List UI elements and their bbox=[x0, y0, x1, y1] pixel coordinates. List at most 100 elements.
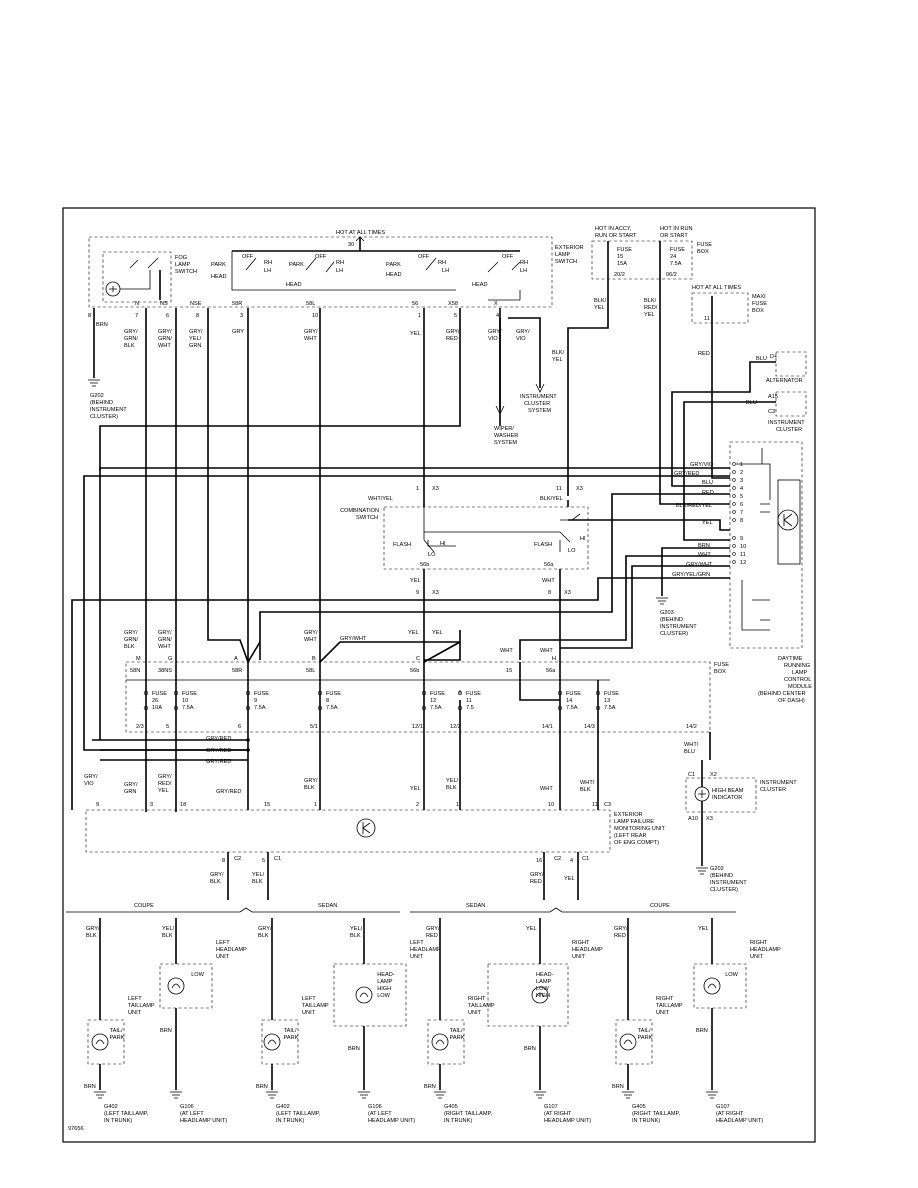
wire-label: BLK bbox=[86, 933, 97, 939]
label: LAMP bbox=[175, 262, 191, 268]
drl-pin-label: 10 bbox=[740, 544, 746, 550]
svg-text:CLUSTER): CLUSTER) bbox=[710, 887, 738, 893]
lamp-name: LEFT bbox=[302, 996, 316, 1002]
svg-text:FUSE: FUSE bbox=[670, 247, 685, 253]
lamp-name: UNIT bbox=[750, 954, 764, 960]
exterior-lamp-switch: EXTERIOR LAMP SWITCH HOT AT ALL TIMES 30… bbox=[88, 230, 584, 319]
main-fuse-box: FUSE BOX bbox=[125, 641, 729, 760]
bulb-icon bbox=[531, 986, 549, 1004]
svg-text:WHT: WHT bbox=[542, 578, 555, 584]
label: LH bbox=[520, 268, 527, 274]
bulb-label: TAIL/ bbox=[450, 1028, 463, 1034]
svg-text:GRY/: GRY/ bbox=[446, 329, 460, 335]
lamp-name: HEADLAMP bbox=[572, 947, 603, 953]
wire-label: YEL bbox=[698, 926, 709, 932]
switch-wire-labels: BRN GRY/GRN/BLK GRY/GRN/WHT GRY/YEL/GRN … bbox=[96, 322, 530, 349]
fuse-label: 7.5A bbox=[430, 705, 442, 711]
ground-label: HEADLAMP UNIT) bbox=[368, 1118, 415, 1124]
svg-text:FUSE: FUSE bbox=[617, 247, 632, 253]
svg-text:RED: RED bbox=[446, 336, 458, 342]
fuse-box-labels: GRY/GRN/BLK GRY/GRN/WHT GRY/WHT GRY/WHT … bbox=[124, 630, 556, 674]
svg-text:SYSTEM: SYSTEM bbox=[494, 440, 517, 446]
fuse-pin-label: 2/3 bbox=[136, 724, 144, 730]
svg-text:C1: C1 bbox=[582, 856, 589, 862]
svg-text:WHT: WHT bbox=[304, 336, 317, 342]
bulb-label: LOW bbox=[377, 993, 390, 999]
wire-label: BRN bbox=[696, 1028, 708, 1034]
svg-text:3: 3 bbox=[150, 802, 153, 808]
drl-pin-terminal bbox=[732, 486, 736, 490]
svg-text:YEL/: YEL/ bbox=[189, 336, 202, 342]
svg-text:WHT: WHT bbox=[304, 637, 317, 643]
svg-text:BRN: BRN bbox=[698, 543, 710, 549]
svg-text:G202: G202 bbox=[90, 393, 104, 399]
drl-pin-terminal bbox=[732, 544, 736, 548]
svg-text:YEL: YEL bbox=[410, 578, 421, 584]
bulb-label: LAMP bbox=[377, 979, 393, 985]
bulb-label: HEAD- bbox=[377, 972, 395, 978]
wire-label: RED bbox=[426, 933, 438, 939]
svg-text:BLU: BLU bbox=[702, 480, 713, 486]
drl-pin-terminal bbox=[732, 518, 736, 522]
bulb-label: TAIL/ bbox=[110, 1028, 123, 1034]
lamp-name: HEADLAMP bbox=[216, 947, 247, 953]
ground-g202-top: G202 (BEHIND INSTRUMENT CLUSTER) bbox=[88, 379, 127, 420]
svg-text:YEL: YEL bbox=[644, 312, 655, 318]
lamp-name: UNIT bbox=[410, 954, 424, 960]
wire-label: GRY/ bbox=[614, 926, 628, 932]
top-fuse-box: HOT IN ACCY, RUN OR START HOT IN RUN OR … bbox=[591, 226, 712, 296]
ground-label: (AT LEFT bbox=[180, 1111, 204, 1117]
label: 58L bbox=[306, 301, 315, 307]
svg-text:58L: 58L bbox=[306, 668, 315, 674]
lamp-name: UNIT bbox=[468, 1010, 482, 1016]
svg-text:YEL: YEL bbox=[408, 630, 419, 636]
label: OFF bbox=[502, 254, 514, 260]
combination-switch: COMBINATION SWITCH FLASH LO HI FLASH LO … bbox=[340, 486, 589, 596]
lamp-name: UNIT bbox=[302, 1010, 316, 1016]
svg-text:VIO: VIO bbox=[488, 336, 498, 342]
lamp-failure-monitor: EXTERIOR LAMP FAILURE MONITORING UNIT (L… bbox=[85, 736, 665, 853]
svg-text:CLUSTER: CLUSTER bbox=[760, 787, 786, 793]
svg-text:58N: 58N bbox=[130, 668, 140, 674]
svg-text:VIO: VIO bbox=[84, 781, 94, 787]
label: HOT AT ALL TIMES bbox=[336, 230, 385, 236]
lamp-name: TAILLAMP bbox=[468, 1003, 495, 1009]
svg-text:GRY/VIO: GRY/VIO bbox=[690, 462, 714, 468]
fuse-label: 10 bbox=[182, 698, 188, 704]
bulb-label: LOW bbox=[191, 972, 204, 978]
bulb-icon bbox=[263, 1033, 281, 1051]
svg-text:8: 8 bbox=[222, 858, 225, 864]
svg-text:GRN: GRN bbox=[189, 343, 201, 349]
ground-g203: G203 (BEHIND INSTRUMENT CLUSTER) bbox=[656, 597, 697, 637]
svg-text:YEL/: YEL/ bbox=[446, 778, 459, 784]
svg-text:FLASH: FLASH bbox=[393, 542, 411, 548]
svg-text:GRY/: GRY/ bbox=[304, 329, 318, 335]
svg-text:56b: 56b bbox=[410, 668, 419, 674]
svg-text:BLU: BLU bbox=[746, 400, 757, 406]
drl-wire-labels: GRY/VIO GRY/RED BLU RED BLK/RED/YEL YEL … bbox=[672, 462, 714, 578]
svg-text:CLUSTER): CLUSTER) bbox=[660, 631, 688, 637]
fuse-pin-label: 14/1 bbox=[542, 724, 553, 730]
label: X bbox=[494, 301, 498, 307]
svg-text:VIO: VIO bbox=[516, 336, 526, 342]
label: LAMP bbox=[555, 252, 571, 258]
drl-pin-terminal bbox=[732, 470, 736, 474]
svg-text:BLK/: BLK/ bbox=[594, 298, 607, 304]
svg-text:8: 8 bbox=[548, 590, 551, 596]
svg-text:15A: 15A bbox=[617, 261, 627, 267]
svg-text:BOX: BOX bbox=[752, 308, 764, 314]
svg-text:EXTERIOR: EXTERIOR bbox=[614, 812, 643, 818]
svg-text:RED/: RED/ bbox=[644, 305, 658, 311]
bulb-icon bbox=[167, 977, 185, 995]
bulb-label: LAMP bbox=[536, 979, 552, 985]
svg-text:DAYTIME: DAYTIME bbox=[778, 656, 803, 662]
svg-text:RED: RED bbox=[702, 490, 714, 496]
svg-text:C3: C3 bbox=[768, 409, 775, 415]
svg-text:SWITCH: SWITCH bbox=[356, 515, 378, 521]
svg-text:C1: C1 bbox=[274, 856, 281, 862]
